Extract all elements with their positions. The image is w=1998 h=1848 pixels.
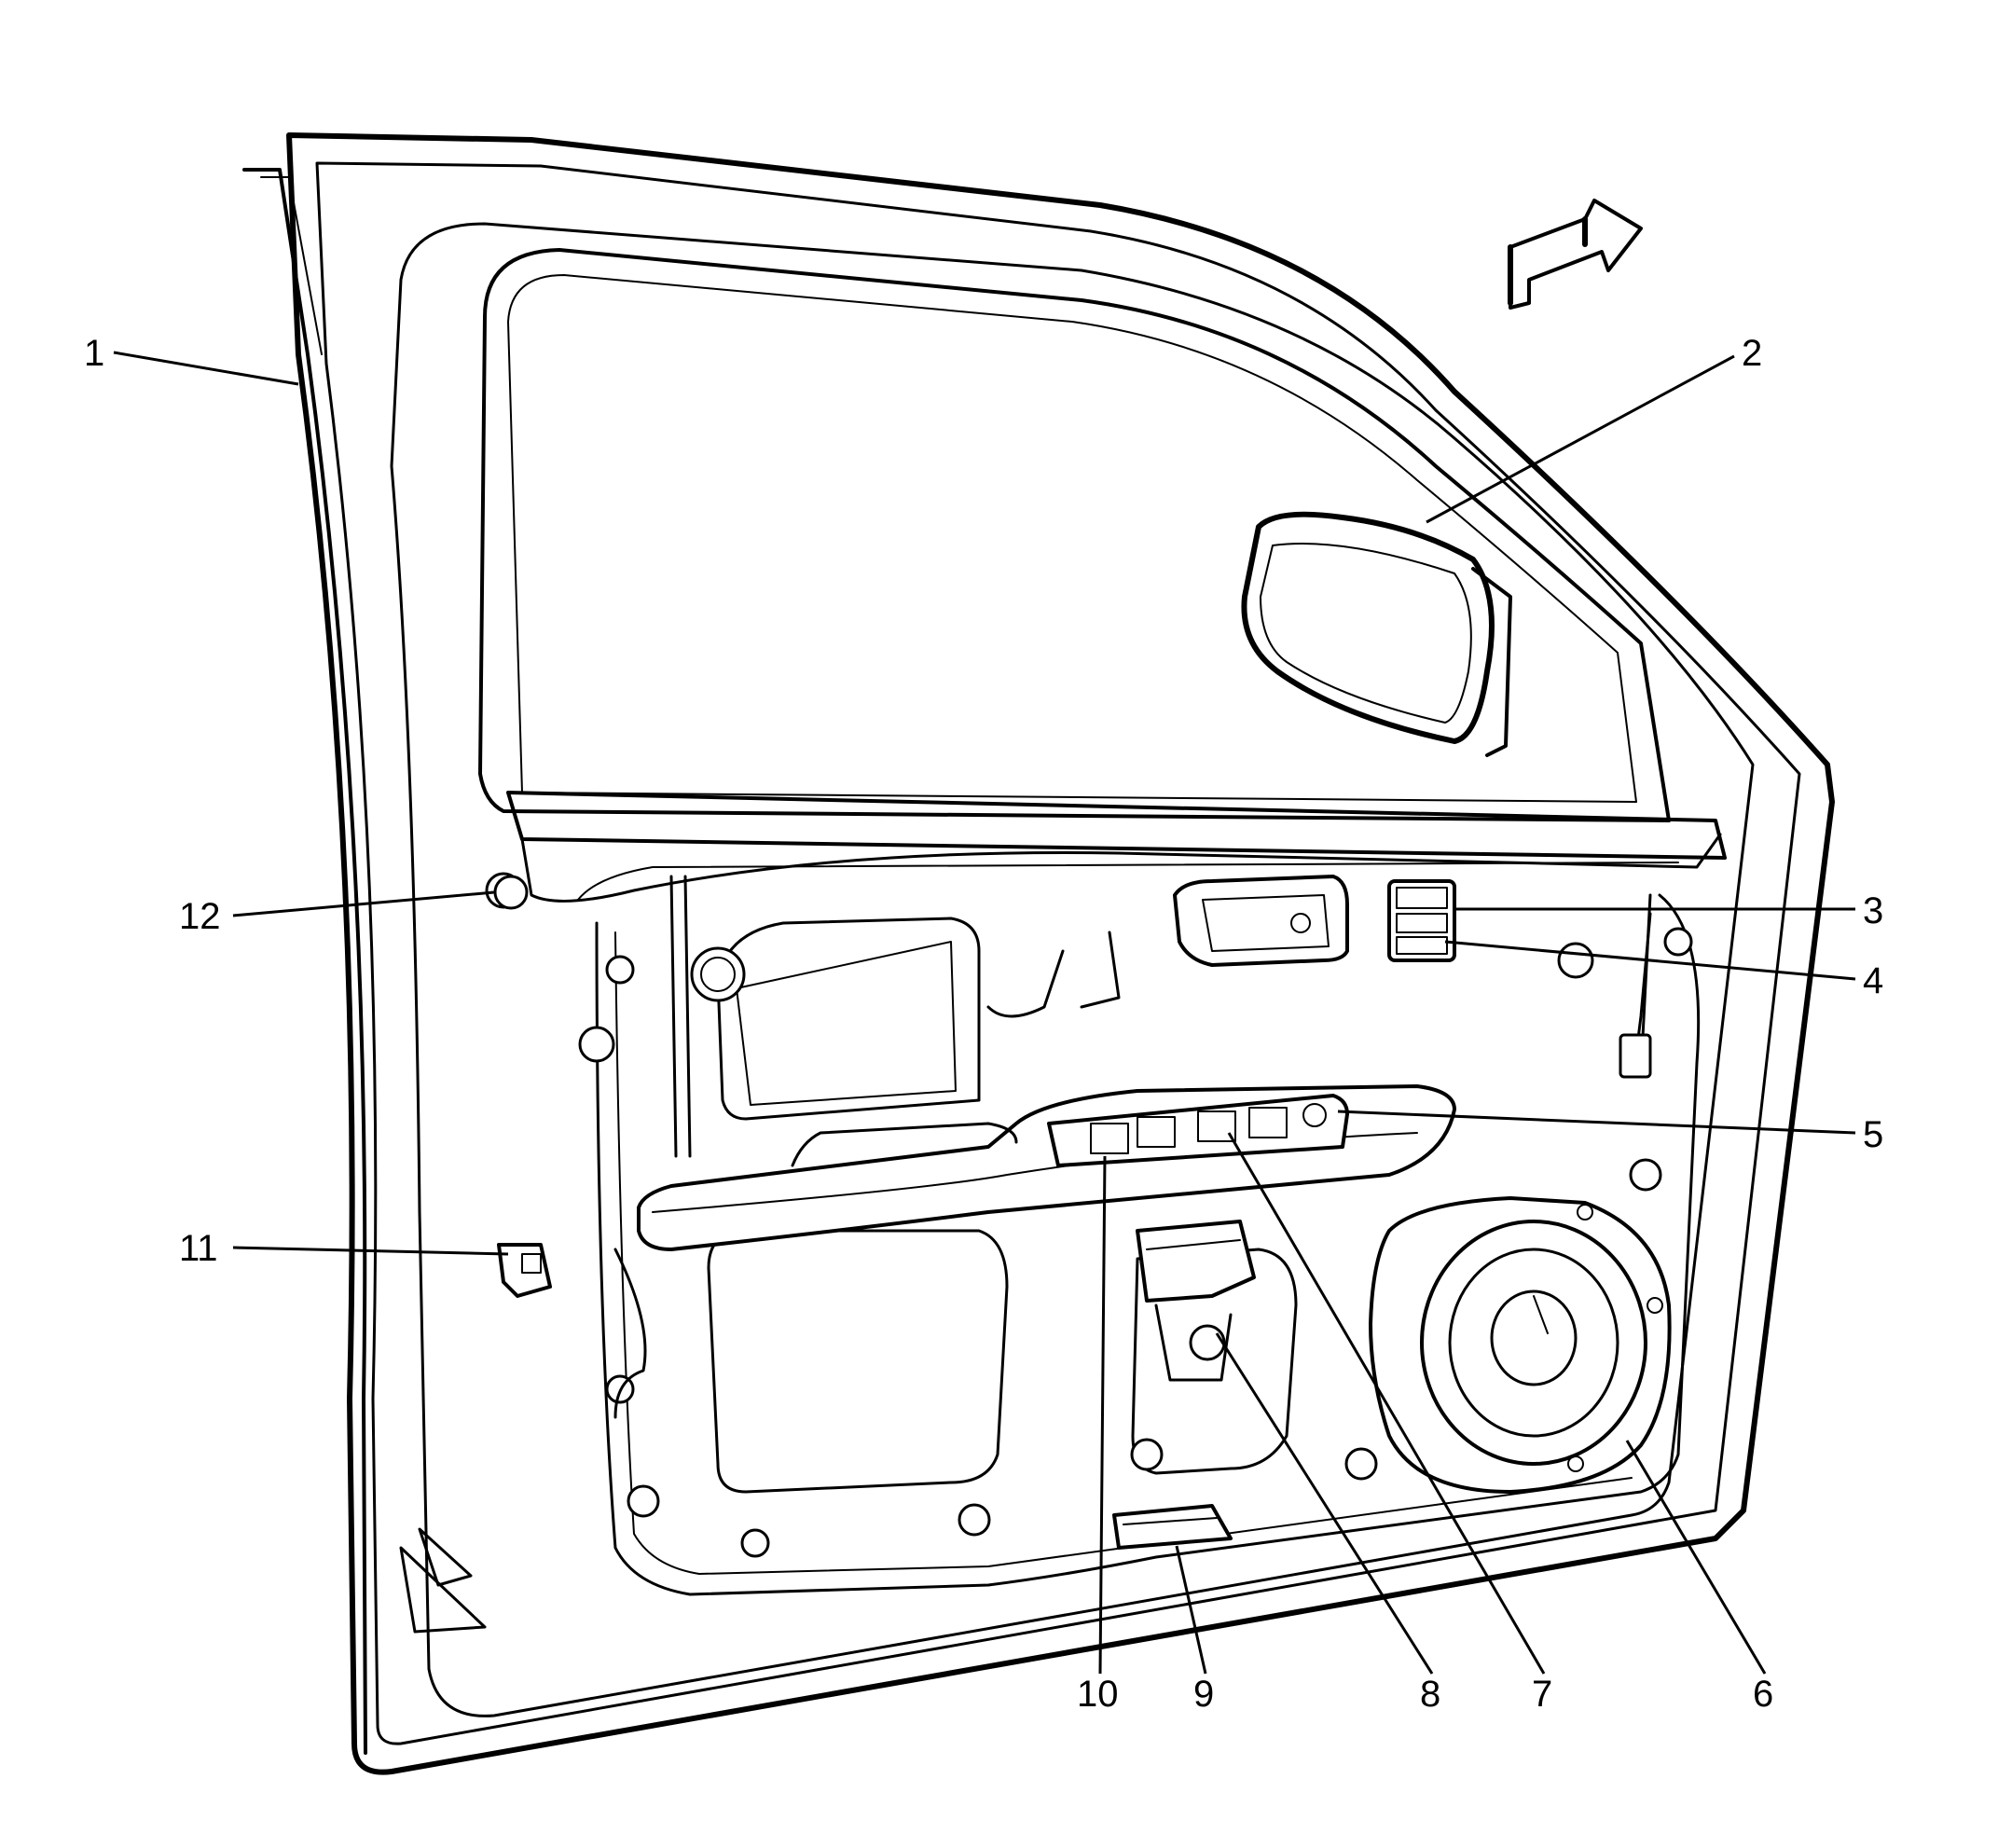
check-link-bracket xyxy=(497,1243,552,1298)
inside-handle xyxy=(1173,875,1349,967)
callout-2: 2 xyxy=(1742,333,1762,374)
callout-11: 11 xyxy=(179,1228,218,1269)
window-opening xyxy=(478,248,1727,903)
leader-lines xyxy=(113,351,1856,1675)
callout-7: 7 xyxy=(1532,1674,1552,1715)
callout-12: 12 xyxy=(179,896,221,937)
callout-1: 1 xyxy=(84,333,104,374)
callout-8: 8 xyxy=(1420,1674,1440,1715)
callout-6: 6 xyxy=(1753,1674,1773,1715)
lock-switch xyxy=(1387,879,1456,962)
wiring-harness xyxy=(613,912,1652,1419)
callout-4: 4 xyxy=(1863,960,1883,1001)
window-switch-assembly xyxy=(1047,1094,1349,1167)
callout-5: 5 xyxy=(1863,1114,1883,1155)
forward-arrow-icon xyxy=(1508,199,1643,310)
callout-10: 10 xyxy=(1077,1674,1119,1715)
speaker xyxy=(1369,1196,1672,1494)
access-hole-plug xyxy=(493,875,529,910)
callout-labels: 1 2 3 4 5 6 7 8 9 10 11 12 xyxy=(84,333,1883,1715)
callout-9: 9 xyxy=(1193,1674,1214,1715)
outside-mirror xyxy=(1241,511,1512,757)
callout-3: 3 xyxy=(1863,890,1883,931)
lower-bracket xyxy=(1112,1504,1233,1550)
